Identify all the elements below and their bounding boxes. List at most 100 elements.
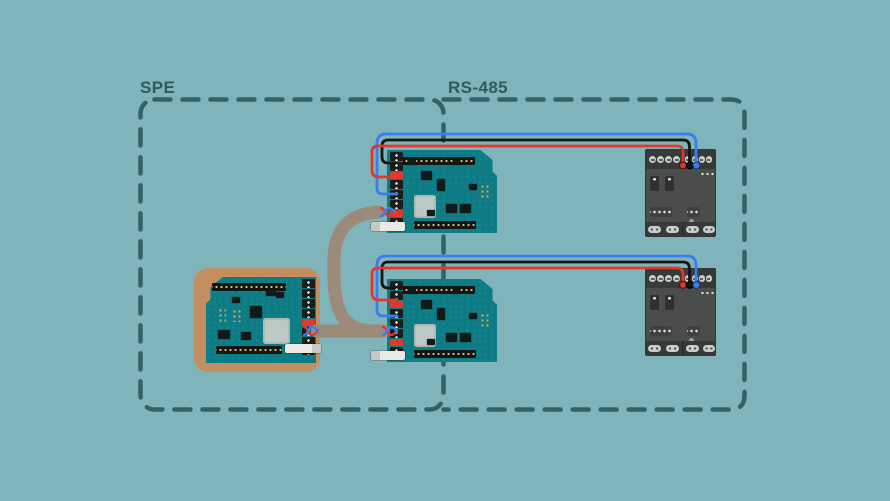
screw-terminal xyxy=(657,275,664,282)
screw-terminal xyxy=(685,275,691,282)
ic-chip xyxy=(218,330,230,339)
ic-chip xyxy=(453,289,460,294)
jst-connector xyxy=(371,222,405,231)
solder-pads xyxy=(218,308,226,322)
terminal-group xyxy=(687,326,700,336)
ic-chip xyxy=(469,313,477,319)
ic-chip xyxy=(266,289,276,296)
screw-terminal xyxy=(685,156,691,163)
terminal-dot-blue xyxy=(692,161,701,170)
arduino-shield-board-bottom xyxy=(371,279,497,362)
ic-chip xyxy=(408,158,416,165)
ic-chip xyxy=(421,300,432,309)
led-indicators xyxy=(699,291,716,295)
solder-pads xyxy=(480,313,489,327)
dip-switch xyxy=(650,295,659,310)
terminal-block xyxy=(390,281,403,290)
spe-region-label: SPE xyxy=(140,78,176,97)
terminal-block-red xyxy=(302,319,315,326)
pin-header-bottom xyxy=(414,221,476,229)
spe-region-outline xyxy=(138,97,446,412)
rs485-bundle-bottom xyxy=(370,254,701,318)
screw-terminal xyxy=(665,275,672,282)
screw-terminal xyxy=(706,275,712,282)
terminal-dot-black xyxy=(685,281,694,289)
terminal-block xyxy=(390,162,403,171)
terminal-block xyxy=(302,337,315,346)
terminal-dot-red xyxy=(679,161,687,170)
ic-chip xyxy=(427,339,435,345)
divider xyxy=(682,341,684,355)
terminal-block xyxy=(390,291,403,300)
spe-node-board xyxy=(206,277,321,363)
terminal-group xyxy=(687,207,700,217)
pin-header-bottom xyxy=(216,346,282,354)
screw-terminal xyxy=(649,275,656,282)
terminal-block xyxy=(390,200,403,209)
rs485-bundle-top xyxy=(370,132,701,196)
screw-terminal xyxy=(666,226,679,233)
ic-chip xyxy=(437,308,445,320)
terminal-group xyxy=(650,326,672,336)
twisted-pair-end-left-board xyxy=(302,325,320,337)
rs485-region-label: RS-485 xyxy=(448,78,509,97)
terminal-dot-blue xyxy=(692,281,701,289)
wire-blue xyxy=(375,254,698,318)
screw-terminal xyxy=(648,226,661,233)
jst-connector xyxy=(285,344,321,353)
terminal-block xyxy=(302,299,315,308)
pin-header-top xyxy=(402,157,475,165)
terminal-block xyxy=(302,279,315,288)
terminal-block xyxy=(390,329,403,338)
terminal-block-red xyxy=(390,339,403,346)
screw-terminal xyxy=(673,275,680,282)
solder-pads xyxy=(480,184,489,198)
wire-black xyxy=(380,260,691,290)
screw-terminal xyxy=(699,275,705,282)
screw-terminal xyxy=(706,156,712,163)
ic-chip xyxy=(241,332,251,340)
ic-chip xyxy=(427,210,435,216)
terminal-block-red xyxy=(390,301,403,308)
terminal-block-red xyxy=(390,210,403,217)
wire-red xyxy=(370,144,685,179)
ic-chip xyxy=(421,171,432,180)
terminal-block xyxy=(302,289,315,298)
terminal-strip-bottom xyxy=(646,222,715,236)
screw-hole xyxy=(689,338,694,343)
screw-terminal xyxy=(666,345,679,352)
ic-chip xyxy=(408,287,416,294)
terminal-block xyxy=(302,309,315,318)
rs485-module-top xyxy=(645,149,716,237)
led-indicators xyxy=(699,172,716,176)
ic-chip xyxy=(232,297,240,303)
terminal-block xyxy=(390,309,403,318)
terminal-block xyxy=(390,152,403,161)
screw-terminal xyxy=(686,345,699,352)
wire-blue xyxy=(375,132,698,196)
ic-chip xyxy=(250,306,262,318)
dip-switch xyxy=(665,295,674,310)
ic-chip xyxy=(437,179,445,191)
twisted-pair-end-board-bottom xyxy=(381,325,399,337)
dip-switch xyxy=(665,176,674,191)
ic-chip xyxy=(446,333,457,342)
rs485-region-outline xyxy=(441,97,747,412)
ic-chip xyxy=(460,204,471,213)
screw-terminal xyxy=(649,156,656,163)
divider xyxy=(682,222,684,236)
screw-terminal xyxy=(699,156,705,163)
twisted-pair-end-board-top xyxy=(379,206,397,218)
screw-terminal xyxy=(665,156,672,163)
screw-hole xyxy=(689,219,694,224)
screw-terminal xyxy=(673,156,680,163)
screw-terminal xyxy=(686,226,699,233)
ic-chip xyxy=(446,204,457,213)
ic-chip xyxy=(460,333,471,342)
dip-switch xyxy=(650,176,659,191)
ic-chip xyxy=(469,184,477,190)
wire-black xyxy=(380,138,691,165)
